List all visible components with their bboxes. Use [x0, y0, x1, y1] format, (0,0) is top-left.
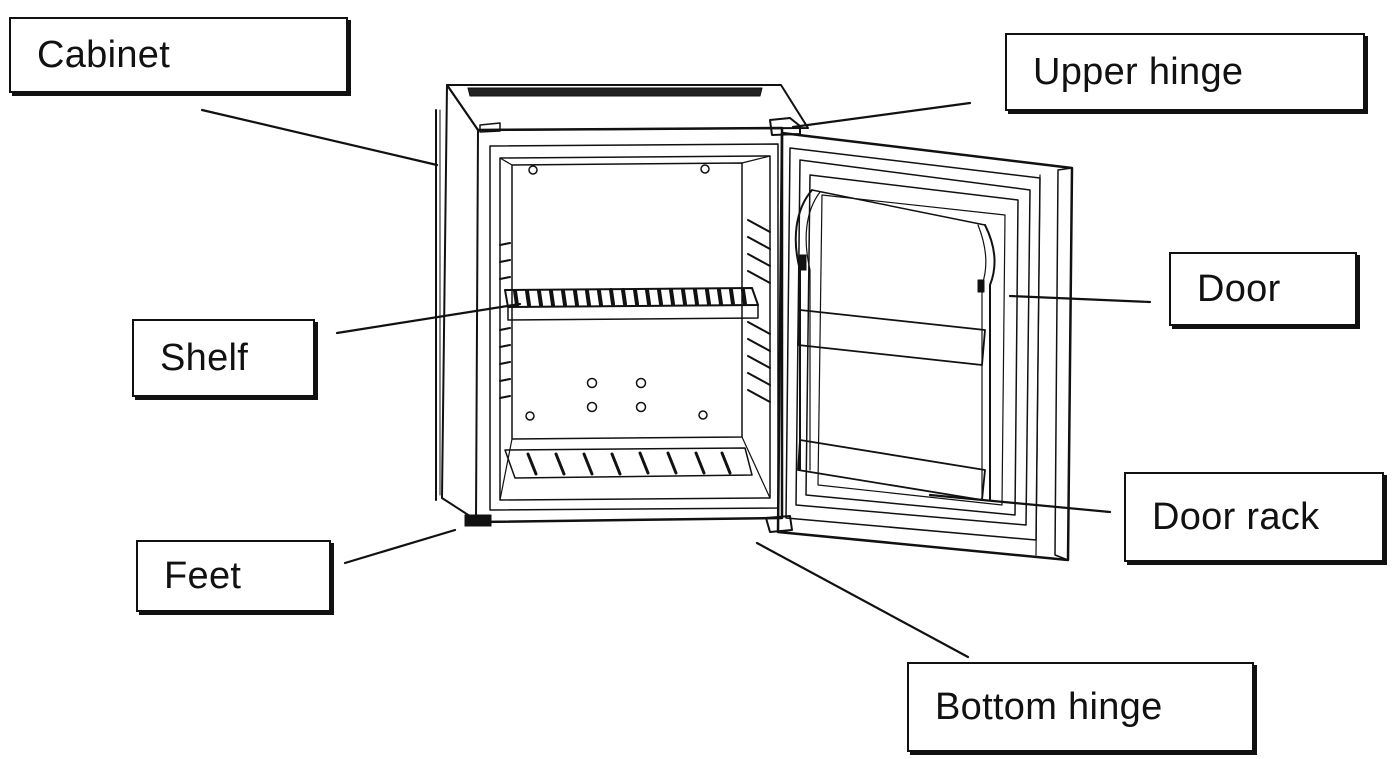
label-door: Door — [1169, 252, 1357, 326]
leader-shelf — [335, 302, 522, 335]
leader-upper-hinge — [791, 101, 972, 129]
label-upper-hinge: Upper hinge — [1005, 33, 1365, 111]
shelf — [504, 287, 759, 321]
label-bottom-hinge: Bottom hinge — [907, 662, 1254, 752]
label-door-text: Door — [1197, 267, 1281, 310]
label-feet: Feet — [136, 540, 331, 612]
label-feet-text: Feet — [164, 554, 242, 597]
leader-bottom-hinge — [755, 541, 970, 659]
label-cabinet-text: Cabinet — [37, 33, 171, 76]
label-door-rack: Door rack — [1124, 472, 1384, 562]
leader-door-rack — [928, 493, 1112, 514]
door-rack — [794, 189, 996, 501]
label-upper-hinge-text: Upper hinge — [1033, 50, 1244, 93]
feet — [464, 514, 492, 527]
leader-cabinet — [200, 108, 439, 167]
label-cabinet: Cabinet — [9, 17, 348, 93]
leader-door — [1008, 294, 1152, 304]
label-shelf: Shelf — [132, 319, 315, 397]
label-door-rack-text: Door rack — [1152, 495, 1320, 538]
door — [776, 131, 1074, 562]
label-bottom-hinge-text: Bottom hinge — [935, 685, 1163, 728]
label-shelf-text: Shelf — [160, 336, 249, 379]
cabinet-body — [435, 84, 809, 524]
bottom-hinge — [765, 515, 793, 533]
leader-feet — [343, 528, 457, 565]
leader-lines — [200, 101, 1152, 659]
upper-hinge — [769, 117, 801, 136]
